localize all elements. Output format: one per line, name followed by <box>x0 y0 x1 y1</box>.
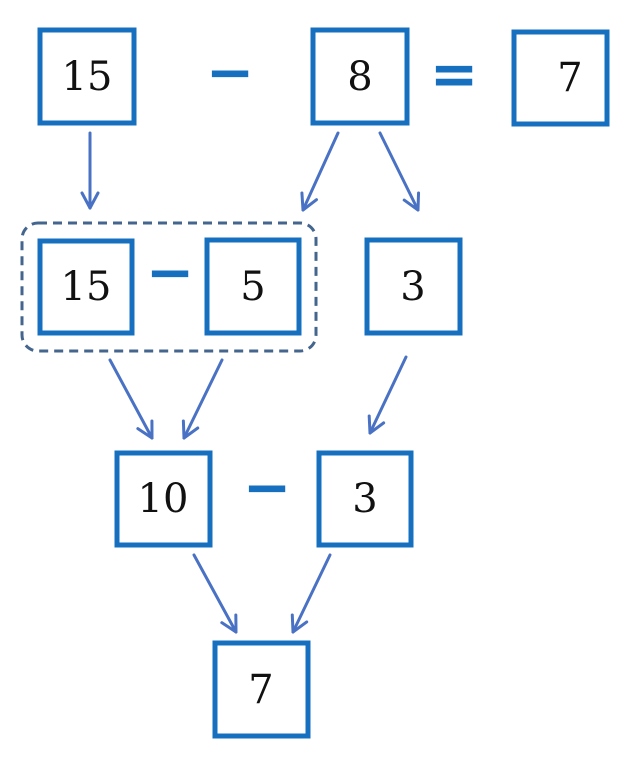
equation-subtrahend-value: 8 <box>347 54 372 100</box>
step-minuend-value: 10 <box>138 476 189 522</box>
arrow-ten-to-result <box>192 553 238 634</box>
arrow-three-to-result <box>290 553 332 634</box>
arrow-group-left-to-ten <box>108 358 154 440</box>
equation-result-value: 7 <box>557 55 582 101</box>
decompose-part-five-value: 5 <box>240 264 265 310</box>
decompose-part-five-box: 5 <box>204 237 302 336</box>
equation-result-box: 7 <box>511 29 610 127</box>
decompose-part-three-value: 3 <box>400 264 425 310</box>
equation-minuend-box: 15 <box>37 27 137 126</box>
equation-subtrahend-box: 8 <box>310 27 410 126</box>
arrow-group-right-to-ten <box>181 358 224 440</box>
decompose-part-three-box: 3 <box>364 237 463 336</box>
arrow-three-down <box>367 355 408 435</box>
arrow-eight-to-three <box>378 131 421 212</box>
grouped-subtraction-outline <box>20 221 318 353</box>
step-minus-sign: − <box>243 453 292 521</box>
step-subtrahend-value: 3 <box>352 476 377 522</box>
decompose-minus-sign: − <box>146 238 195 306</box>
step-subtrahend-box: 3 <box>316 450 414 548</box>
equation-minus-sign: − <box>206 38 255 106</box>
decompose-minuend-value: 15 <box>61 264 112 310</box>
arrow-eight-to-five <box>300 131 340 212</box>
equation-equals-sign: = <box>430 40 479 108</box>
final-result-value: 7 <box>248 667 273 713</box>
equation-minuend-value: 15 <box>62 54 113 100</box>
step-minuend-box: 10 <box>114 450 213 548</box>
decompose-minuend-box: 15 <box>37 238 135 336</box>
final-result-box: 7 <box>212 640 311 739</box>
